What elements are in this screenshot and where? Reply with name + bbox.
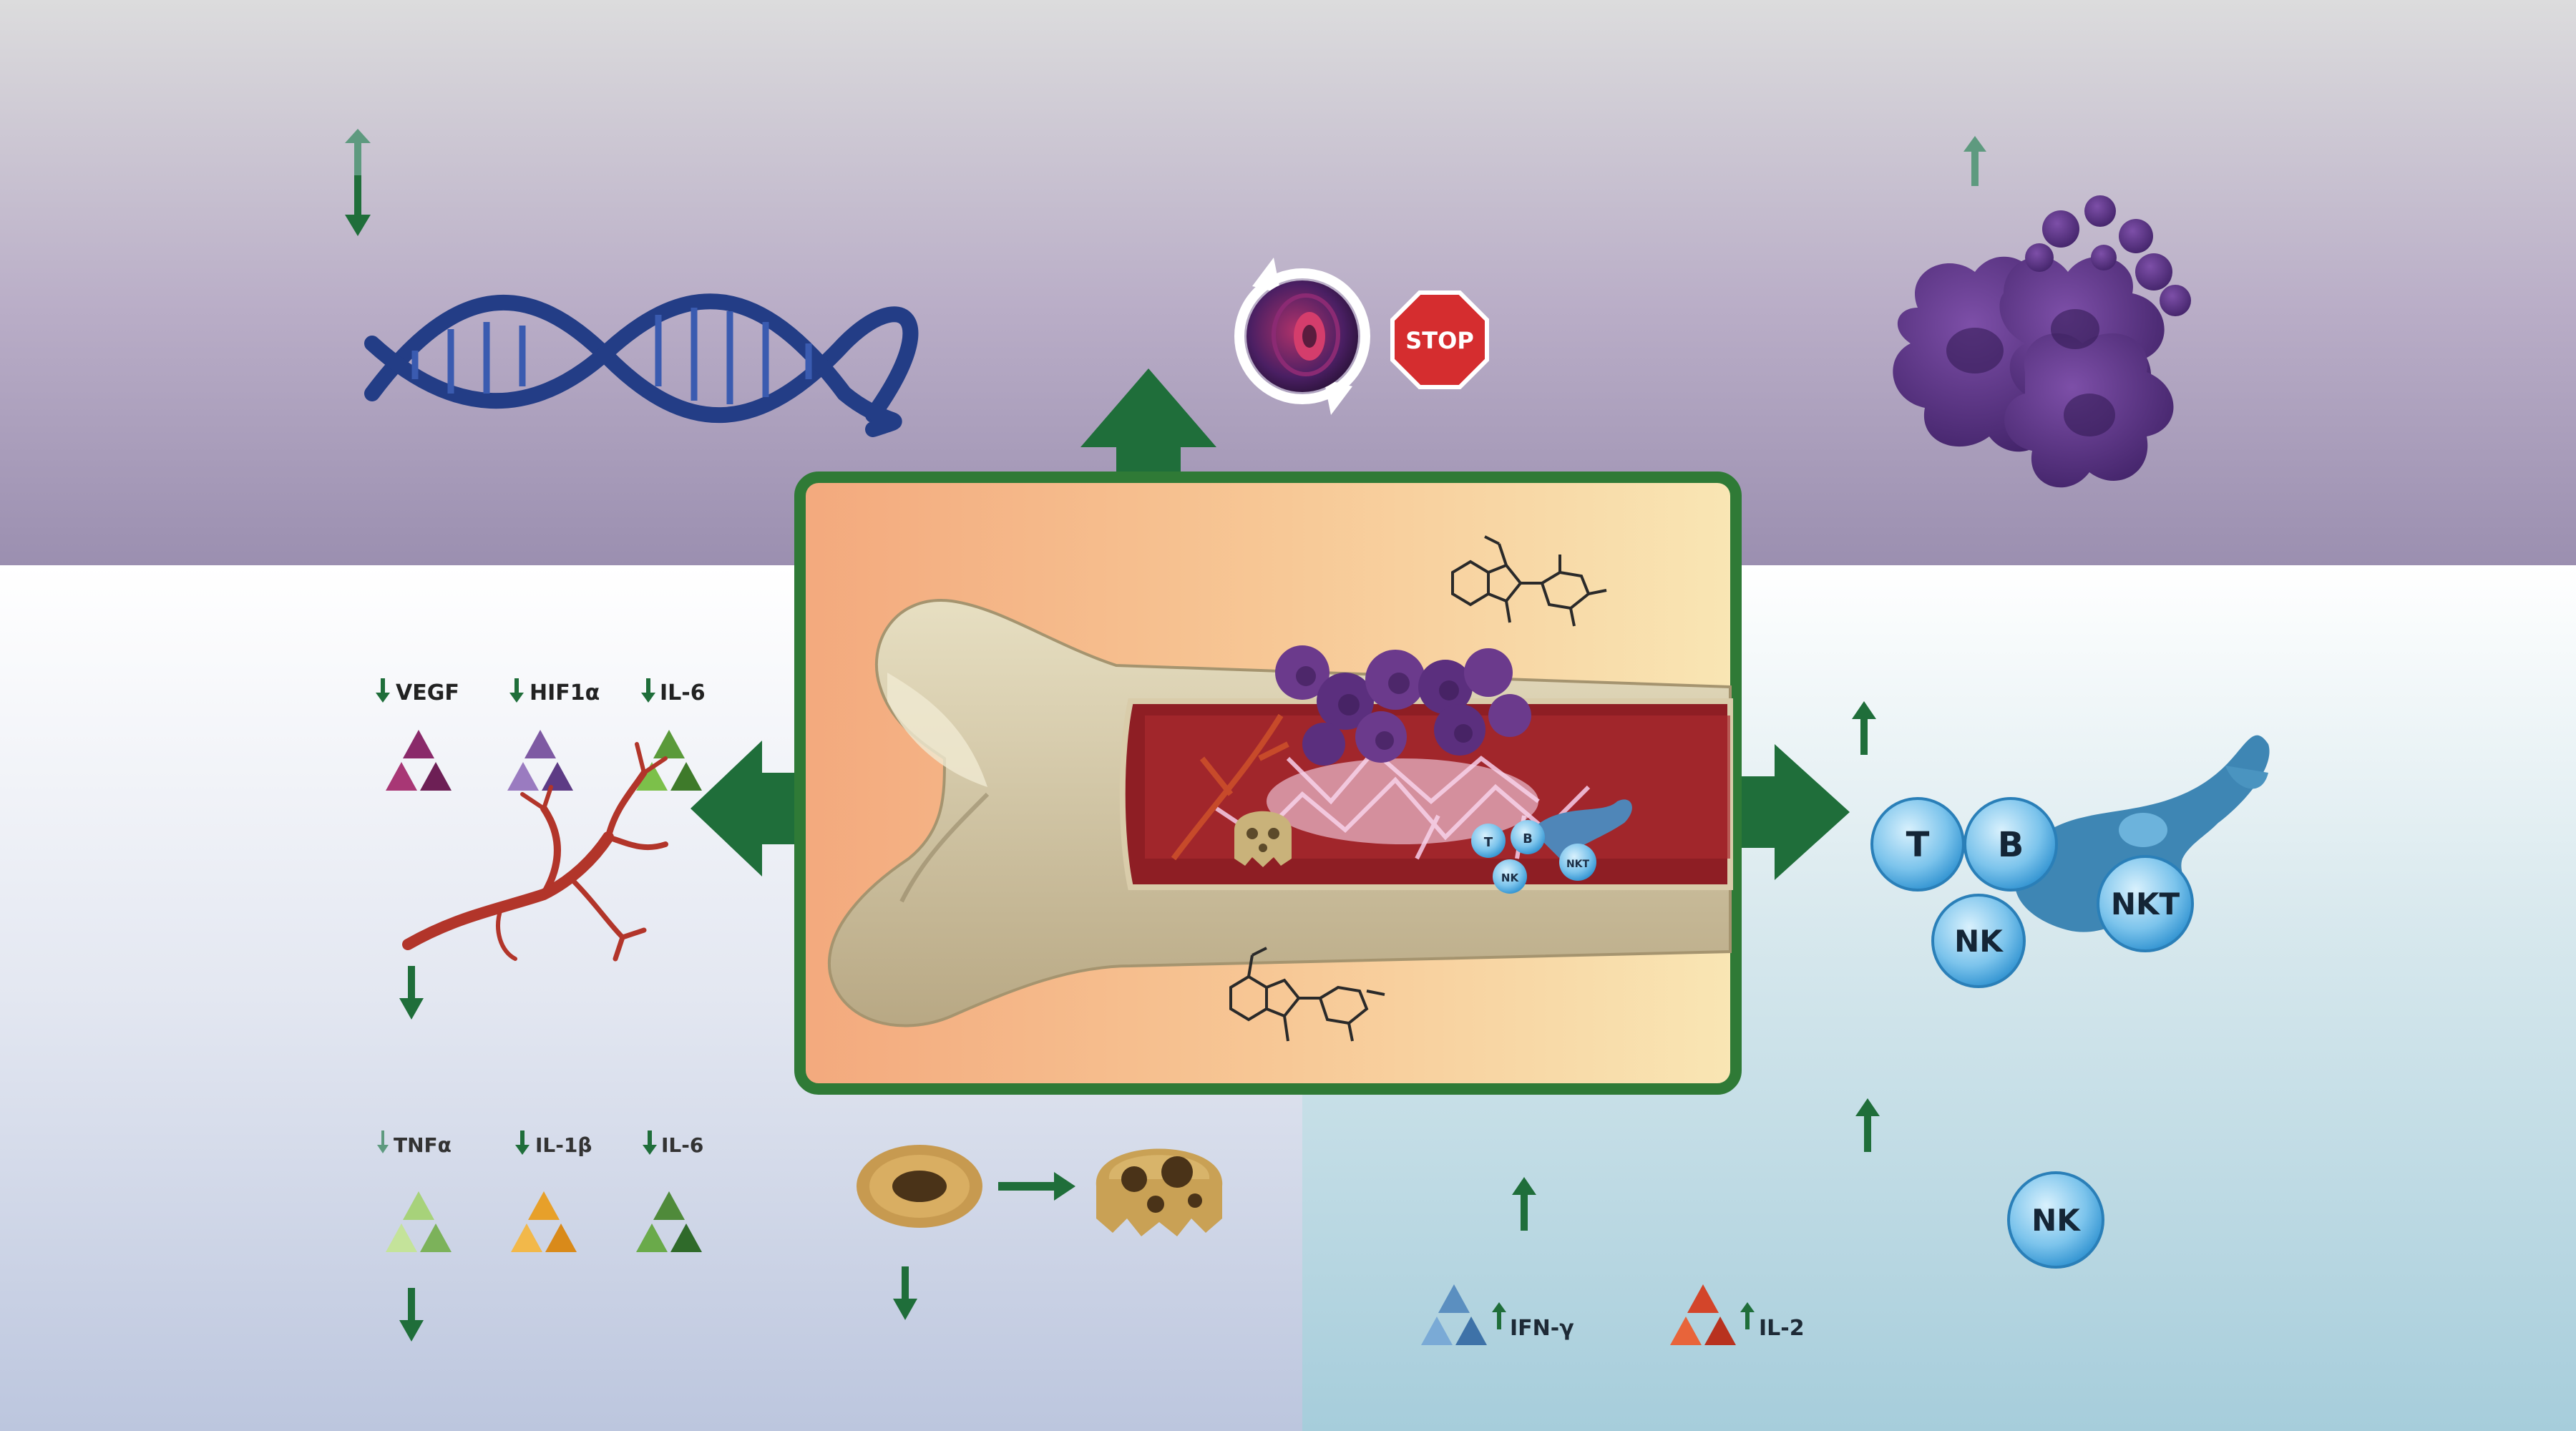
down-arrow-small [377, 1130, 389, 1153]
cytokine-triangle-icon [511, 1191, 577, 1252]
nk-cell-alone [2007, 1171, 2104, 1269]
blood-vessel-icon [402, 742, 668, 962]
down-arrow-small [641, 678, 655, 703]
down-arrow [399, 966, 424, 1020]
b-cell-label: B [1998, 825, 2024, 865]
cytokine-triangle-icon [636, 730, 702, 791]
up-arrow-light [345, 129, 371, 175]
nk-cell-label: NK [1954, 924, 2004, 959]
down-arrow-small [509, 678, 524, 703]
b-cell [1963, 797, 2058, 892]
up-arrow [1852, 701, 1876, 755]
tnfa-label: TNFα [394, 1133, 452, 1157]
down-arrow-small [643, 1130, 657, 1155]
chemical-structure-icon [1229, 947, 1385, 1042]
mini-nkt-label: NKT [1566, 859, 1590, 870]
up-arrow-small [1492, 1302, 1506, 1329]
stop-sign-icon: STOP [1390, 290, 1489, 389]
cytokine-triangle-icon [1421, 1284, 1487, 1345]
mini-t-cell [1471, 824, 1506, 858]
il6-bottom-label: IL-6 [661, 1133, 703, 1157]
big-arrow-left [691, 741, 801, 876]
up-arrow [1512, 1177, 1536, 1231]
vegf-label: VEGF [396, 680, 459, 705]
mini-nk-label: NK [1501, 871, 1520, 884]
mini-b-label: B [1523, 831, 1533, 846]
nkt-dendrite [2225, 766, 2268, 789]
myeloma-nuclei [1946, 309, 2115, 436]
transform-arrow [998, 1172, 1075, 1201]
up-arrow-small [1740, 1302, 1755, 1329]
marrow-vessel [1171, 713, 1289, 861]
up-arrow-light [1963, 136, 1986, 186]
mini-b-cell [1511, 820, 1545, 854]
cytokine-triangle-icon [386, 730, 452, 791]
down-arrow [345, 175, 371, 236]
cytokine-triangle-icon [636, 1191, 702, 1252]
up-arrow [1855, 1098, 1880, 1152]
nkt-cell [2097, 855, 2194, 952]
dna-helix-icon [364, 293, 919, 437]
chemical-structure-icon [1451, 535, 1607, 627]
mini-nk-cell [1493, 859, 1527, 894]
down-arrow [893, 1266, 917, 1320]
ifng-label: IFN-γ [1510, 1316, 1574, 1341]
pre-osteoclast-icon [857, 1145, 982, 1228]
nkt-cell-label: NKT [2111, 887, 2180, 922]
nk-cell [1931, 894, 2026, 988]
stromal-cloud [1267, 758, 1538, 844]
down-arrow [399, 1288, 424, 1342]
big-arrow-right [1735, 744, 1850, 880]
il6-top-label: IL-6 [660, 680, 706, 705]
cytokine-triangle-icon [1670, 1284, 1736, 1345]
mini-immune-cells: T B NK NKT [1471, 799, 1632, 894]
cytokine-triangle-icon [507, 730, 573, 791]
down-arrow-small [376, 678, 390, 703]
big-arrow-up [1080, 368, 1216, 487]
osteoclast-small-icon [1234, 811, 1292, 867]
nkt-nucleus [2119, 813, 2167, 847]
nk-alone-label: NK [2031, 1203, 2081, 1238]
hif1a-label: HIF1α [530, 680, 600, 705]
marrow-myeloma-cells [1275, 645, 1531, 766]
osteoclast-icon [1096, 1148, 1223, 1236]
down-arrow-small [515, 1130, 530, 1155]
mini-nkt-cell [1559, 844, 1596, 881]
il1b-label: IL-1β [535, 1133, 592, 1157]
il2-label: IL-2 [1759, 1316, 1805, 1341]
cytokine-triangle-icon [386, 1191, 452, 1252]
mini-t-label: T [1484, 835, 1493, 850]
stop-label: STOP [1405, 327, 1474, 354]
t-cell-label: T [1906, 825, 1930, 865]
cell-cycle-icon [1234, 258, 1370, 415]
